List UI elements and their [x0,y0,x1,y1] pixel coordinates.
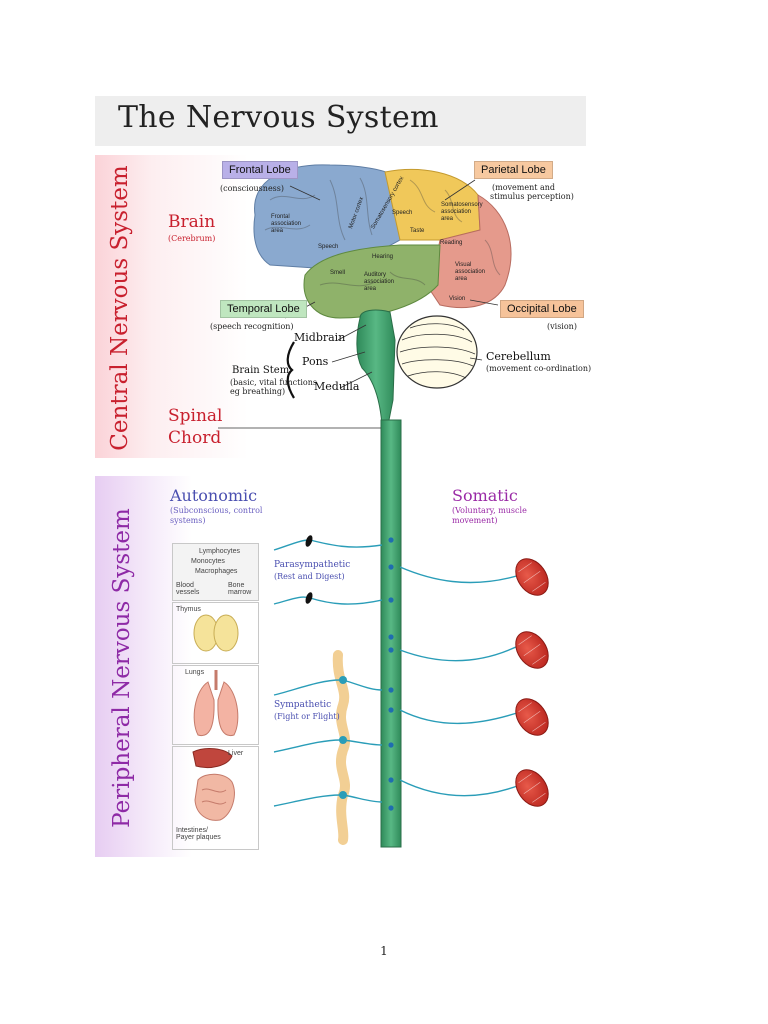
speech-area-label-2: Speech [318,244,339,250]
liver-intestines-panel: Liver Intestines/ Payer plaques [172,746,259,850]
parietal-lobe-box: Parietal Lobe [474,161,553,179]
bone-marrow-label: Bone marrow [228,582,252,596]
pns-band [95,476,152,857]
macrophages-label: Macrophages [195,568,238,575]
lymphocytes-label: Lymphocytes [199,548,240,555]
intestines-label: Intestines/ Payer plaques [176,827,221,841]
page-title: The Nervous System [118,100,439,135]
vision-area-label: Vision [449,296,466,302]
liver-label: Liver [228,750,244,757]
somatic-desc-1: (Voluntary, muscle [452,506,527,515]
blood-vessels-label: Blood vessels [176,582,200,596]
occipital-lobe-shape [429,194,512,309]
autonomic-label: Autonomic [170,486,258,505]
occipital-lobe-box: Occipital Lobe [500,300,584,318]
medulla-label: Medulla [314,380,360,393]
immune-cells-panel: Lymphocytes Monocytes Macrophages Blood … [172,543,259,601]
parasympathetic-label: Parasympathetic [274,560,351,570]
temporal-lobe-desc: (speech recognition) [210,322,294,331]
brain-stem-desc-1: (basic, vital functions [230,378,317,387]
somatosensory-association-area-label: Somatosensory association area [441,202,483,222]
page-number: 1 [380,944,388,958]
liver-intestine-icon [192,748,235,821]
brain-stem-shape [356,309,396,426]
hearing-area-label: Hearing [372,254,394,260]
cns-band [95,155,152,458]
sympathetic-desc: (Fight or Flight) [274,712,340,721]
temporal-lobe-shape [303,244,441,319]
temporal-lobe-box: Temporal Lobe [220,300,307,318]
frontal-association-area-label: Frontal association area [271,214,302,234]
thymus-icon [193,614,239,652]
thymus-label: Thymus [176,606,201,613]
autonomic-desc-2: systems) [170,516,206,525]
monocytes-label: Monocytes [191,558,225,565]
spinal-label-line-2: Chord [168,428,222,448]
frontal-lobe-box: Frontal Lobe [222,161,298,179]
brain-illustration [253,164,512,319]
occipital-lobe-desc: (vision) [547,322,577,331]
brain-label: Brain [168,212,216,232]
brain-sub-label: (Cerebrum) [168,234,216,243]
speech-area-label-1: Speech [392,210,413,216]
midbrain-label: Midbrain [294,331,346,344]
taste-area-label: Taste [410,228,425,234]
lungs-icon [193,670,239,737]
cerebellum-desc: (movement co-ordination) [486,364,592,373]
auditory-association-area-label: Auditory association area [364,272,395,292]
somatic-desc-2: movement) [452,516,498,525]
frontal-lobe-desc: (consciousness) [220,184,285,193]
title-bar [95,96,586,146]
thymus-panel: Thymus [172,602,259,664]
parietal-lobe-desc-2: stimulus perception) [490,192,574,201]
sympathetic-label: Sympathetic [274,700,332,710]
brain-stem-desc-2: eg breathing) [230,387,286,396]
parasympathetic-desc: (Rest and Digest) [274,572,345,581]
somatic-label: Somatic [452,486,518,505]
spinal-cord-shape [380,419,402,848]
brain-stem-label: Brain Stem [232,365,290,376]
parietal-lobe-desc-1: (movement and [492,183,556,192]
visual-association-area-label: Visual association area [455,262,486,282]
sympathetic-chain [332,650,350,845]
pons-label: Pons [302,355,329,368]
lungs-panel: Lungs [172,665,259,745]
muscle-icons [515,558,549,807]
smell-area-label: Smell [330,270,346,276]
cerebellum-illustration [396,315,478,389]
lungs-label: Lungs [185,669,205,676]
spinal-label-line-1: Spinal [168,406,223,426]
cerebellum-label: Cerebellum [486,350,551,363]
autonomic-desc-1: (Subconscious, control [170,506,263,515]
reading-area-label: Reading [440,240,463,246]
